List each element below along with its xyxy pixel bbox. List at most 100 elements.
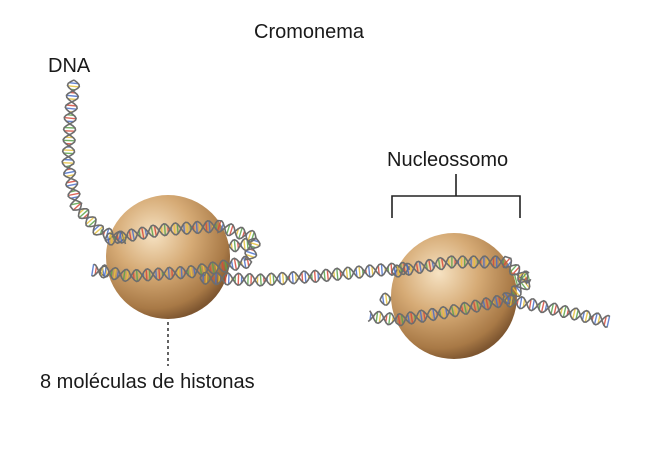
dna-base-pair (229, 224, 234, 236)
dna-base-pair (247, 230, 252, 242)
dna-base-pair (575, 309, 579, 320)
dna-base-pair (506, 295, 510, 306)
dna-base-pair (410, 311, 414, 324)
dna-base-pair (176, 223, 179, 234)
dna-base-pair (66, 104, 77, 107)
dna-base-pair (72, 202, 82, 211)
dna-base-pair (388, 312, 391, 325)
dna-base-pair (377, 265, 380, 275)
dna-base-pair (540, 300, 545, 313)
dna-base-pair (485, 297, 490, 310)
dna-base-pair (122, 269, 126, 281)
dna-base-pair (189, 265, 193, 278)
dna-strand-top (61, 79, 129, 245)
dna-base-pair (381, 294, 385, 305)
dna-base-pair (171, 268, 174, 278)
dna-base-pair (513, 273, 519, 286)
dna-base-pair (355, 268, 358, 277)
histones-label: 8 moléculas de histonas (40, 371, 255, 393)
dna-base-pair (259, 273, 262, 286)
dna-base-pair (432, 308, 436, 321)
dna-base-pair (177, 267, 180, 278)
dna-base-pair (221, 260, 225, 273)
dna-base-pair (186, 222, 189, 235)
dna-base-pair (94, 266, 98, 276)
dna-base-pair (437, 258, 441, 270)
dna-base-pair (128, 230, 132, 241)
dna-base-pair (378, 312, 382, 323)
dna-base-pair (304, 271, 307, 283)
dna-base-pair (531, 299, 535, 311)
dna-base-pair (131, 229, 135, 241)
dna-base-pair (463, 302, 468, 315)
dna-base-pair (375, 311, 379, 323)
dna-backbone (61, 79, 129, 245)
dna-base-pair (65, 174, 75, 178)
dna-base-pair (597, 314, 601, 325)
dna-base-pair (313, 270, 317, 283)
dna-base-pair (211, 261, 215, 275)
dna-base-pair (195, 221, 198, 234)
dna-base-pair (85, 216, 95, 226)
dna-base-pair (63, 170, 76, 175)
dna-base-pair (371, 265, 374, 276)
dna-base-pair (233, 258, 238, 271)
dna-backbone (93, 219, 258, 283)
dna-base-pair (345, 267, 349, 279)
dna-base-pair (593, 312, 598, 325)
dna-base-pair (67, 85, 80, 88)
dna-base-pair (348, 267, 352, 279)
dna-base-pair (205, 221, 208, 232)
dna-wrap-left-front (91, 219, 261, 283)
dna-base-pair (250, 238, 260, 243)
dna-base-pair (100, 266, 104, 277)
dna-backbone (61, 79, 127, 245)
nucleosome-label: Nucleossomo (387, 149, 509, 171)
dna-base-pair (390, 263, 393, 276)
dna-base-pair (550, 303, 555, 315)
dna-base-pair (553, 304, 558, 315)
dna-base-pair (384, 293, 388, 305)
dna-base-pair (64, 116, 77, 120)
dna-base-pair (367, 265, 371, 277)
dna-label: DNA (48, 55, 91, 77)
dna-base-pair (603, 315, 607, 326)
dna-base-pair (135, 269, 139, 282)
dna-base-pair (396, 265, 400, 277)
dna-base-pair (419, 310, 423, 323)
dna-base-pair (472, 300, 477, 313)
dna-base-pair (336, 268, 339, 281)
dna-backbone (504, 294, 608, 328)
dna-base-pair (62, 162, 75, 164)
dna-base-pair (67, 98, 77, 101)
dna-base-pair (291, 271, 294, 284)
dna-base-pair (441, 306, 445, 319)
dna-base-pair (358, 266, 361, 278)
dna-base-pair (93, 225, 104, 235)
dna-base-pair (407, 313, 410, 323)
dna-base-pair (243, 239, 246, 251)
dna-base-pair (476, 300, 480, 311)
dna-base-pair (393, 266, 397, 277)
dna-base-pair (148, 269, 151, 280)
dna-base-pair (183, 223, 186, 233)
dna-base-pair (380, 264, 383, 276)
dna-base-pair (269, 273, 272, 286)
dna-base-pair (155, 269, 158, 279)
dna-base-pair (87, 219, 97, 228)
dna-base-pair (230, 260, 234, 270)
dna-base-pair (429, 309, 433, 320)
dna-base-pair (562, 305, 567, 318)
dna-base-pair (238, 227, 243, 240)
dna-base-pair (422, 311, 426, 321)
dna-base-pair (63, 139, 76, 142)
dna-backbone (367, 255, 529, 326)
dna-base-pair (224, 260, 228, 272)
dna-base-pair (400, 314, 404, 325)
dna-base-pair (92, 224, 101, 232)
dna-base-pair (509, 264, 518, 274)
dna-base-pair (511, 286, 521, 297)
dna-base-pair (199, 222, 201, 232)
dna-base-pair (67, 192, 80, 197)
